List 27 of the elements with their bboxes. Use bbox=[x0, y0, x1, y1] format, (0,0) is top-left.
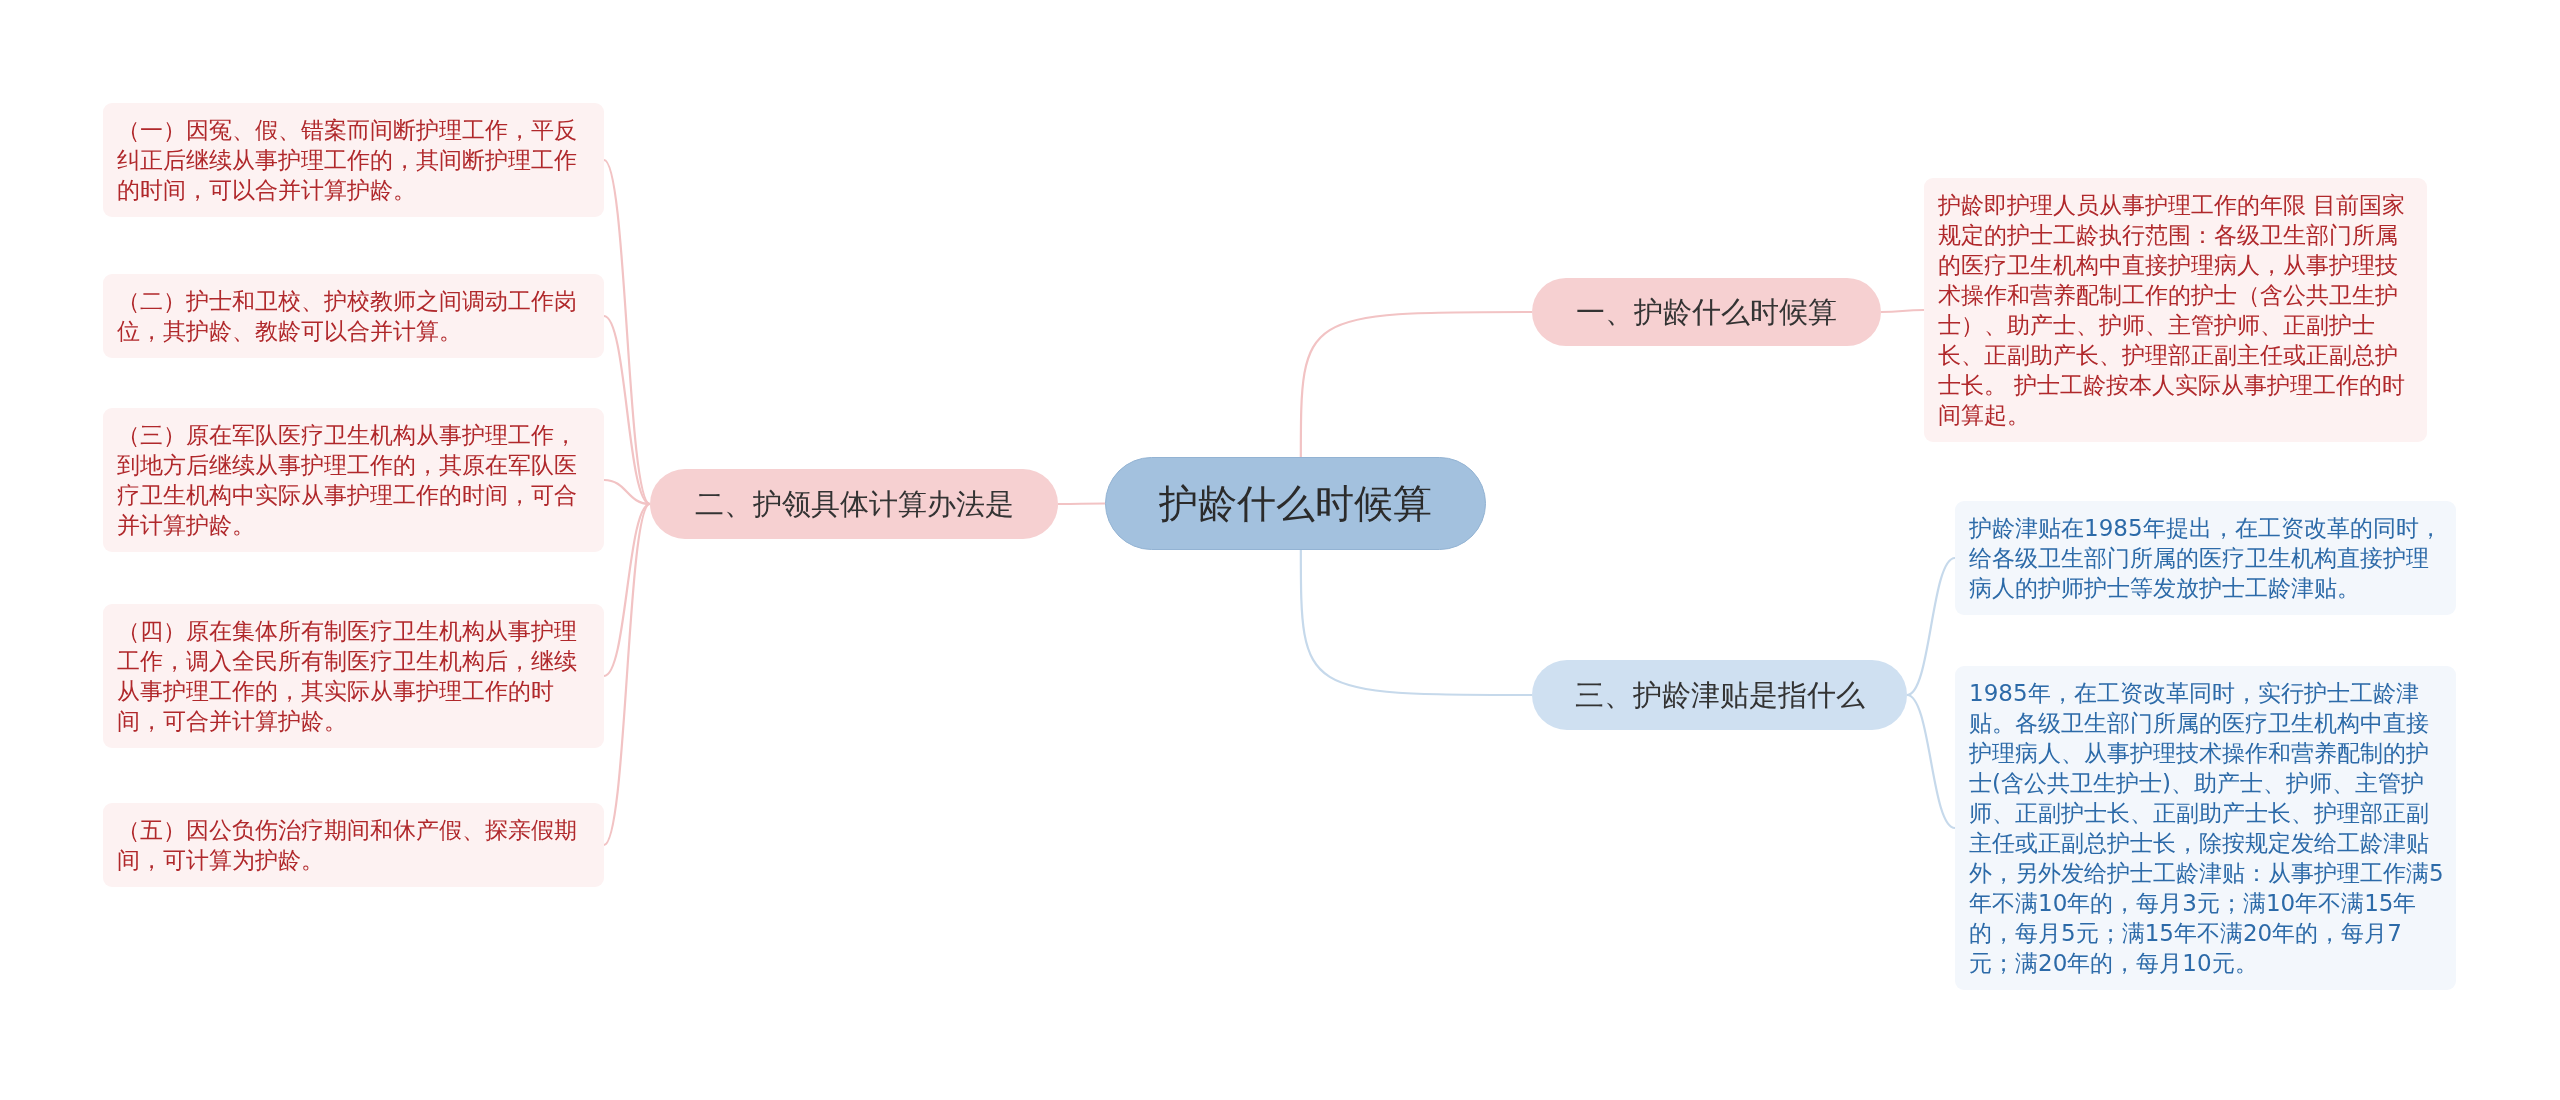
connector-line bbox=[1881, 308, 1924, 314]
note-card bbox=[103, 604, 604, 748]
note-card bbox=[103, 103, 604, 217]
note-text: （三）原在军队医疗卫生机构从事护理工作，到地方后继续从事护理工作的，其原在军队医疗卫生机构中实际从事护理工作的时间，可合并计算护龄。 bbox=[117, 421, 578, 540]
connector-line bbox=[603, 159, 651, 505]
note-text: （二）护士和卫校、护校教师之间调动工作岗位，其护龄、教龄可以合并计算。 bbox=[117, 287, 578, 346]
topic-title: 三、护龄津贴是指什么 bbox=[1574, 677, 1865, 714]
connector-line bbox=[1906, 694, 1956, 829]
note-text: （一）因冤、假、错案而间断护理工作，平反纠正后继续从事护理工作的，其间断护理工作的时间，可以合并计算护龄。 bbox=[117, 116, 578, 205]
note-text: 护龄即护理人员从事护理工作的年限 目前国家规定的护士工龄执行范围：各级卫生部门所属的医疗卫生机构中直接护理病人，从事护理技术操作和营养配制工作的护士（含公共卫生护士）、助产士、护师、主管护师、正副护士长、正副助产长、护理部正副主任或正副总护士长。 护士工龄按本人实际从事护理工作的时间算起。 bbox=[1938, 191, 2407, 430]
note-text: 1985年，在工资改革同时，实行护士工龄津贴。各级卫生部门所属的医疗卫生机构中直接护理病人、从事护理技术操作和营养配制的护士(含公共卫生护士)、助产士、护师、主管护师、正副护士长、正副助产士长、护理部正副主任或正副总护士长，除按规定发给工龄津贴外，另外发给护士工龄津贴：从事护理工作满5年不满10年的，每月3元；满10年不满15年的，每月5元；满15年不满20年的，每月7元；满20年的，每月10元。 bbox=[1969, 679, 2444, 978]
note-card bbox=[103, 408, 604, 552]
note-card bbox=[103, 803, 604, 887]
topic-title: 二、护领具体计算办法是 bbox=[694, 486, 1014, 523]
topic-title: 一、护龄什么时候算 bbox=[1576, 294, 1837, 331]
note-text: 护龄津贴在1985年提出，在工资改革的同时，给各级卫生部门所属的医疗卫生机构直接护理病人的护师护士等发放护士工龄津贴。 bbox=[1969, 514, 2443, 603]
connector-line bbox=[603, 503, 651, 846]
connector-line bbox=[1906, 557, 1956, 696]
note-card bbox=[1924, 178, 2427, 442]
topic-title: 护龄什么时候算 bbox=[1159, 479, 1432, 528]
note-card bbox=[103, 274, 604, 358]
note-text: （五）因公负伤治疗期间和休产假、探亲假期间，可计算为护龄。 bbox=[117, 816, 578, 875]
connector-line bbox=[1299, 550, 1532, 697]
connector-line bbox=[1058, 502, 1105, 506]
note-text: （四）原在集体所有制医疗卫生机构从事护理工作，调入全民所有制医疗卫生机构后，继续从事护理工作的，其实际从事护理工作的时间，可合并计算护龄。 bbox=[117, 617, 578, 736]
note-card bbox=[1955, 501, 2456, 615]
connector-line bbox=[1299, 310, 1532, 457]
